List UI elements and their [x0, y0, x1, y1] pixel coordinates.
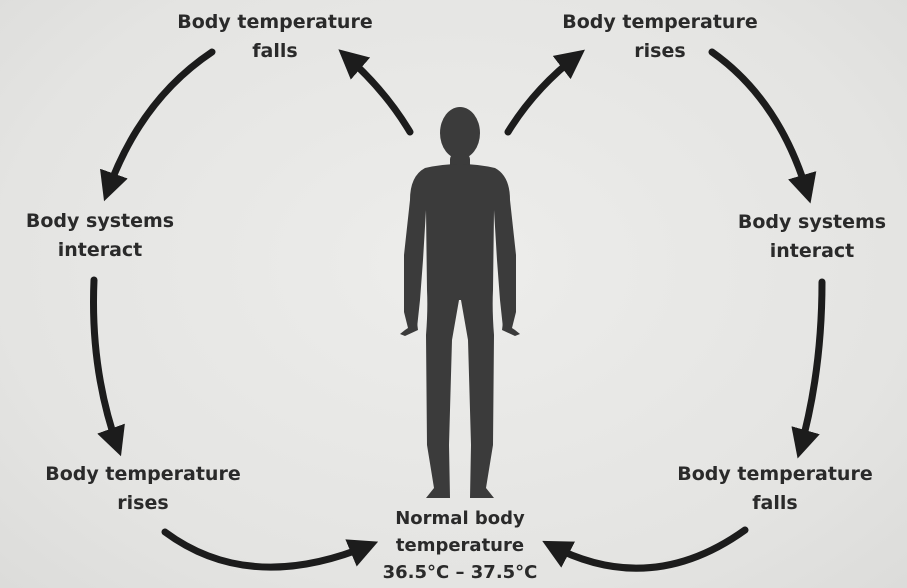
label-left-middle-line1: Body systems — [0, 207, 200, 236]
label-right-top-line1: Body temperature — [535, 8, 785, 37]
label-right-middle-line2: interact — [717, 237, 907, 266]
label-right-middle: Body systems interact — [717, 208, 907, 266]
label-right-middle-line1: Body systems — [717, 208, 907, 237]
label-left-top-line1: Body temperature — [150, 8, 400, 37]
label-left-top: Body temperature falls — [150, 8, 400, 66]
label-left-middle: Body systems interact — [0, 207, 200, 265]
label-right-bottom: Body temperature falls — [650, 460, 900, 518]
label-right-bottom-line2: falls — [650, 489, 900, 518]
label-center-range: 36.5°C – 37.5°C — [360, 559, 560, 586]
label-center-line1: Normal body — [360, 505, 560, 532]
label-center-normal-temperature: Normal body temperature 36.5°C – 37.5°C — [360, 505, 560, 586]
label-left-middle-line2: interact — [0, 236, 200, 265]
label-left-bottom-line2: rises — [18, 489, 268, 518]
label-left-bottom-line1: Body temperature — [18, 460, 268, 489]
label-right-top-line2: rises — [535, 37, 785, 66]
label-center-line2: temperature — [360, 532, 560, 559]
label-left-bottom: Body temperature rises — [18, 460, 268, 518]
label-right-bottom-line1: Body temperature — [650, 460, 900, 489]
label-left-top-line2: falls — [150, 37, 400, 66]
label-right-top: Body temperature rises — [535, 8, 785, 66]
